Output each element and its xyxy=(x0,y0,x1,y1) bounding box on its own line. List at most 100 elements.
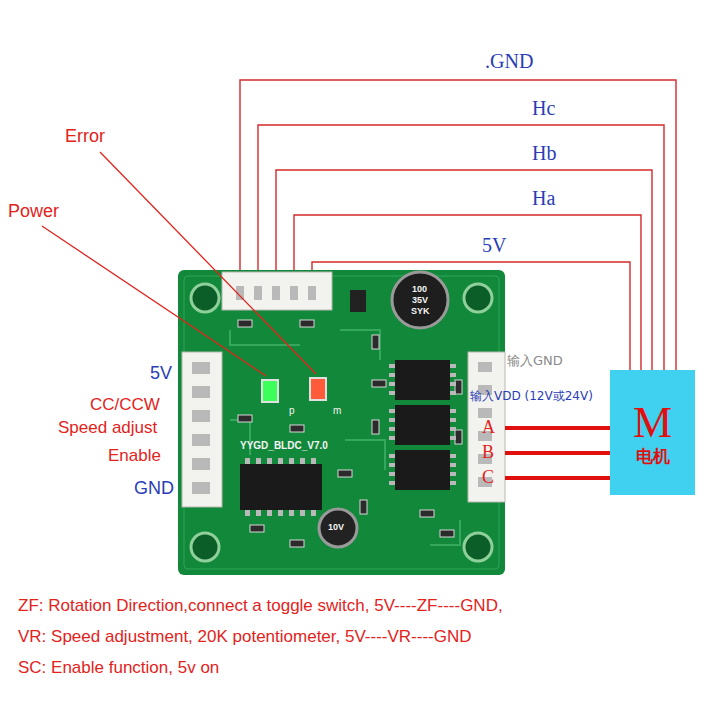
smd-part xyxy=(450,427,456,431)
smd-part xyxy=(389,463,395,467)
pin-name: 输入GND xyxy=(507,352,563,370)
smd-part xyxy=(300,510,305,516)
hall-connector xyxy=(222,272,332,310)
pcb xyxy=(178,270,505,575)
hall-wire xyxy=(294,215,641,370)
motor-box: M电机 xyxy=(610,370,695,495)
silkscreen-label: m xyxy=(333,405,341,416)
smd-part xyxy=(389,382,395,386)
ic-chip xyxy=(395,360,450,400)
smd-part xyxy=(192,286,492,547)
smd-part xyxy=(450,409,456,413)
smd-part xyxy=(372,380,386,387)
smd-part xyxy=(278,510,283,516)
smd-part xyxy=(450,436,456,440)
smd-part xyxy=(192,410,210,422)
phase-name: A xyxy=(482,417,495,438)
smd-part xyxy=(455,430,462,444)
phase-name: C xyxy=(482,467,494,488)
wire-label: 5V xyxy=(482,234,506,257)
pin-function: Enable xyxy=(108,446,161,466)
smd-part xyxy=(372,420,379,434)
ic-chip xyxy=(395,450,450,490)
control-connector xyxy=(182,352,222,507)
smd-part xyxy=(238,415,252,422)
electrolytic-capacitor xyxy=(392,272,448,328)
motor-name: 电机 xyxy=(636,447,670,466)
smd-part xyxy=(478,362,492,372)
smd-part xyxy=(389,472,395,476)
smd-part xyxy=(311,510,316,516)
electrolytic-capacitor xyxy=(319,509,357,547)
pin-function: Speed adjust xyxy=(58,418,157,438)
smd-part xyxy=(254,286,262,300)
smd-part xyxy=(455,380,462,394)
callout-label: Error xyxy=(65,126,105,147)
leader-line xyxy=(42,152,316,376)
phase-wire xyxy=(505,476,610,480)
mounting-hole xyxy=(464,533,492,561)
smd-part xyxy=(192,386,210,398)
mounting-hole xyxy=(191,533,219,561)
transistor xyxy=(350,290,366,312)
hall-wire xyxy=(258,125,664,370)
hall-wire xyxy=(276,170,652,370)
smd-part xyxy=(389,418,395,422)
smd-part xyxy=(338,470,352,477)
smd-part xyxy=(450,391,456,395)
circuit-board xyxy=(178,270,505,575)
phase-wire xyxy=(505,426,610,430)
smd-part xyxy=(478,408,492,418)
smd-part xyxy=(450,481,456,485)
smd-part xyxy=(389,364,395,368)
ic-chip xyxy=(395,405,450,445)
pcb-trace xyxy=(345,440,385,470)
wire-label: Ha xyxy=(532,187,555,210)
smd-part xyxy=(389,373,395,377)
smd-part xyxy=(300,320,314,327)
smd-part xyxy=(440,530,454,537)
smd-part xyxy=(308,286,316,300)
pin-name: 输入VDD (12V或24V) xyxy=(470,388,593,405)
hall-wire xyxy=(240,80,676,370)
smd-part xyxy=(289,458,294,464)
wiring-note: SC: Enable function, 5v on xyxy=(18,658,219,678)
hall-wire xyxy=(312,262,630,370)
pin-name: 5V xyxy=(150,363,172,384)
smd-part xyxy=(450,463,456,467)
capacitor-marking: 10V xyxy=(328,522,344,532)
smd-part xyxy=(267,510,272,516)
smd-part xyxy=(450,454,456,458)
phase-name: B xyxy=(482,442,494,463)
pcb-edge xyxy=(184,276,499,569)
smd-part xyxy=(311,458,316,464)
board-silkscreen: YYGD_BLDC_V7.0 xyxy=(240,440,328,451)
power-connector xyxy=(468,352,505,502)
phase-wire xyxy=(505,451,610,455)
smd-part xyxy=(272,286,280,300)
smd-part xyxy=(192,458,210,470)
smd-part xyxy=(267,458,272,464)
wire-label: .GND xyxy=(485,50,533,73)
smd-part xyxy=(420,510,434,517)
wiring-note: VR: Speed adjustment, 20K potentiometer,… xyxy=(18,627,472,647)
smd-part xyxy=(450,364,456,368)
pcb-trace xyxy=(230,330,300,345)
wire-label: Hb xyxy=(532,142,556,165)
motor-symbol: M xyxy=(633,399,672,447)
smd-part xyxy=(389,481,395,485)
mounting-hole xyxy=(464,284,492,312)
smd-part xyxy=(389,391,395,395)
smd-part xyxy=(450,472,456,476)
smd-part xyxy=(256,510,261,516)
smd-part xyxy=(192,482,210,494)
smd-part xyxy=(238,320,252,327)
leader-line xyxy=(100,152,316,374)
smd-part xyxy=(290,286,298,300)
ic-chip xyxy=(240,464,322,510)
smd-part xyxy=(450,373,456,377)
smd-part xyxy=(192,434,210,446)
smd-part xyxy=(450,382,456,386)
mounting-hole xyxy=(191,284,219,312)
